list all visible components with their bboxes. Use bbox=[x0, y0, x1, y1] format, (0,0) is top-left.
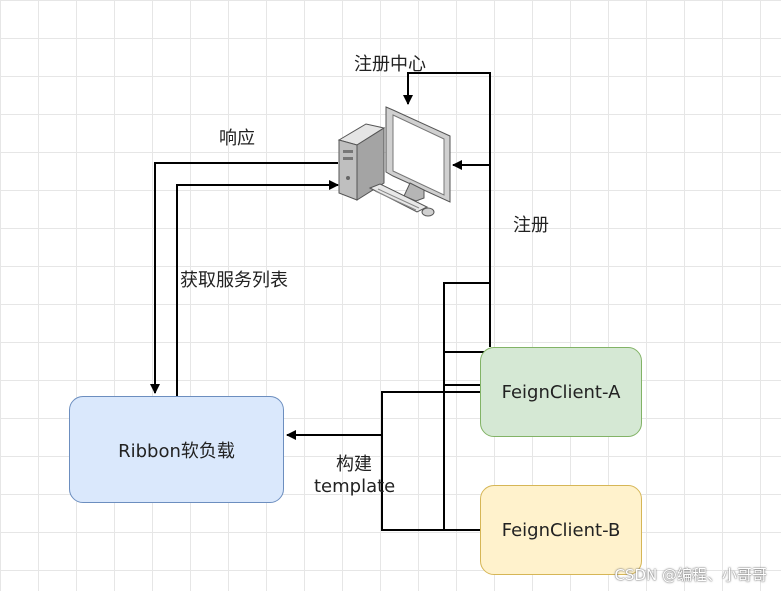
label-fetch-list: 获取服务列表 bbox=[180, 270, 288, 291]
node-feign-client-a[interactable]: FeignClient-A bbox=[480, 347, 642, 437]
label-response: 响应 bbox=[219, 128, 255, 149]
edge-response bbox=[150, 162, 338, 394]
label-build: 构建 bbox=[336, 454, 372, 475]
edge-build-template bbox=[286, 391, 480, 531]
node-feign-client-b[interactable]: FeignClient-B bbox=[480, 485, 642, 575]
label-registry: 注册中心 bbox=[354, 54, 426, 75]
desktop-computer-icon bbox=[337, 106, 451, 217]
node-ribbon[interactable]: Ribbon软负载 bbox=[69, 396, 284, 503]
label-template: template bbox=[314, 476, 396, 497]
label-register: 注册 bbox=[513, 215, 549, 236]
edge-fetch-list bbox=[176, 180, 339, 396]
edge-registry bbox=[403, 72, 491, 347]
watermark: CSDN @编程、小哥哥 bbox=[614, 566, 767, 584]
